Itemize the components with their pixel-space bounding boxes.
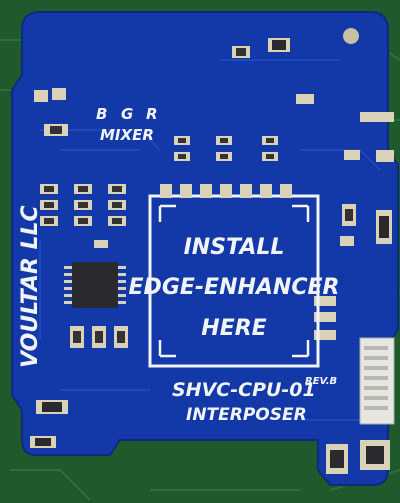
here-text: HERE: [201, 316, 266, 341]
mixer-letter-b: B: [96, 105, 107, 123]
bottom-left-resistors: [30, 326, 128, 448]
soic-chip: [64, 262, 126, 308]
install-text: INSTALL: [184, 235, 285, 260]
left-resistor-grid: [40, 184, 126, 248]
right-components: [314, 204, 392, 340]
mixer-letter-g: G: [121, 105, 133, 123]
edge-enhancer-footprint: [148, 184, 320, 368]
board-name: SHVC-CPU-01: [172, 379, 316, 401]
mixer-letter-r: R: [146, 105, 158, 123]
top-left-components: [34, 88, 68, 136]
board-subtitle: INTERPOSER: [186, 405, 307, 425]
top-right-components: [232, 28, 394, 162]
mixer-label: MIXER: [100, 126, 154, 144]
edge-enhancer-text: EDGE-ENHANCER: [129, 275, 340, 300]
mixer-resistor-array: [174, 136, 278, 161]
ribbon-connector: [359, 337, 395, 425]
board-revision: REV.B: [305, 376, 337, 387]
interposer-traces: [39, 59, 381, 421]
brand-label: VOULTAR LLC: [18, 205, 43, 368]
bottom-right-components: [326, 440, 390, 474]
